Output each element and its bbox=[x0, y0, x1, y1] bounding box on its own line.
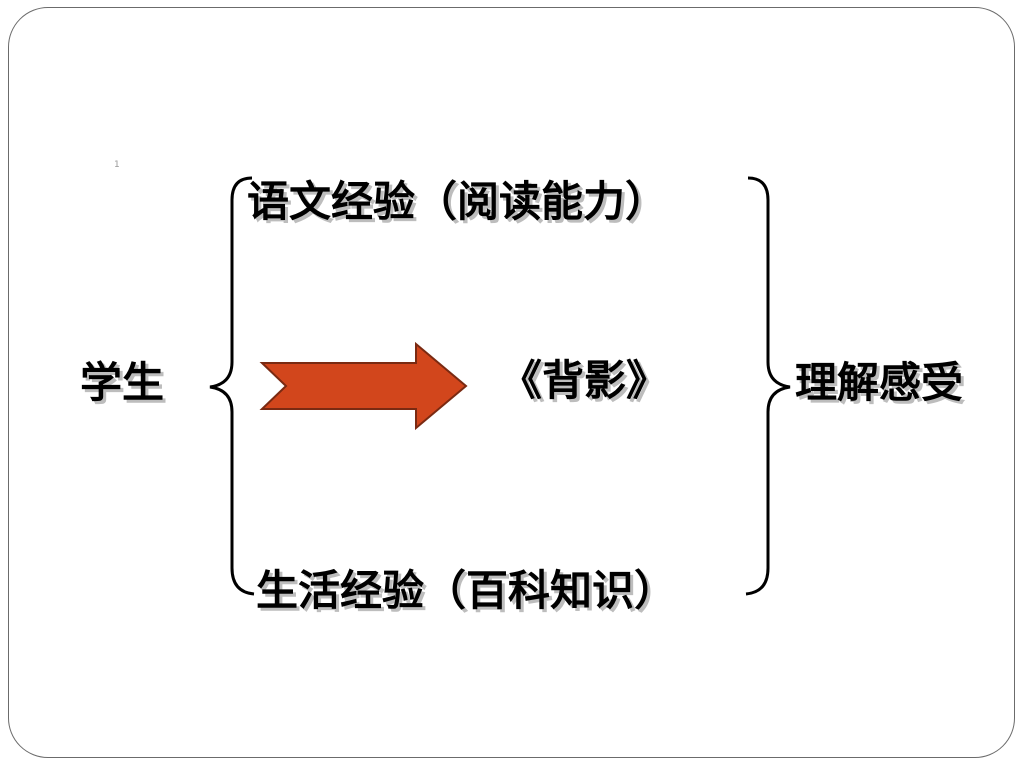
center-title: 《背影》 bbox=[500, 356, 668, 405]
left-brace bbox=[209, 176, 255, 596]
right-node-shadow: 理解感受 bbox=[798, 361, 966, 410]
center-title-shadow: 《背影》 bbox=[503, 359, 671, 408]
top-branch-shadow: 语文经验（阅读能力） bbox=[250, 180, 670, 229]
right-brace bbox=[745, 176, 791, 596]
left-node-shadow: 学生 bbox=[83, 361, 167, 410]
right-node-label: 理解感受 bbox=[795, 358, 963, 407]
slide-frame bbox=[8, 7, 1015, 758]
bottom-branch-shadow: 生活经验（百科知识） bbox=[259, 569, 679, 618]
left-node-label: 学生 bbox=[80, 358, 164, 407]
arrow-shape bbox=[259, 341, 468, 431]
top-branch-label: 语文经验（阅读能力） bbox=[247, 177, 667, 226]
bottom-branch-label: 生活经验（百科知识） bbox=[256, 566, 676, 615]
slide-number: 1 bbox=[114, 160, 120, 170]
